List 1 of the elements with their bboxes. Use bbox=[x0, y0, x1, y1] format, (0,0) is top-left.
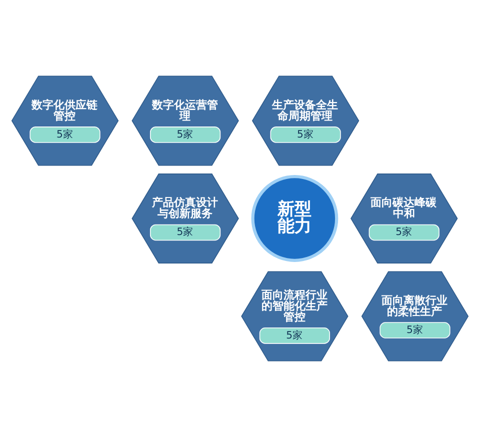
node-circle: 新型能力 bbox=[251, 175, 338, 262]
